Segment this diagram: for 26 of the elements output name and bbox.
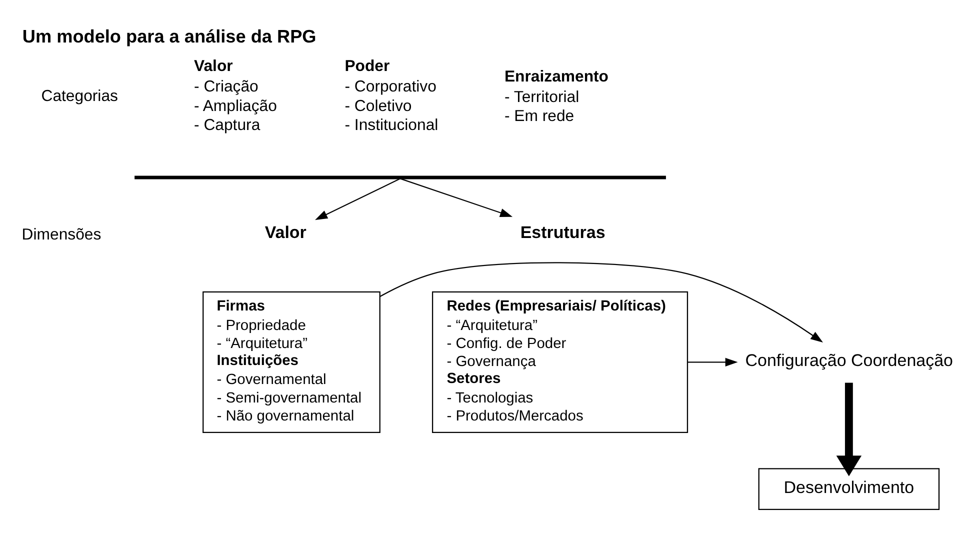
diagram-title: Um modelo para a análise da RPG — [22, 26, 316, 46]
arrow — [688, 357, 738, 366]
label: Dimensões — [22, 226, 102, 243]
label: - Territorial — [504, 88, 580, 106]
label: - Criação — [194, 78, 258, 96]
arrow — [400, 178, 513, 216]
node-text: Valor — [264, 222, 306, 242]
node-bar — [134, 175, 666, 179]
node-text: Configuração Coordenação — [745, 350, 953, 370]
arrow — [836, 382, 862, 476]
label: Poder — [344, 58, 390, 75]
node-box: Desenvolvimento — [758, 468, 940, 510]
label: Valor — [194, 58, 233, 75]
node-box: Redes (Empresariais/ Políticas) - “Arquitetura” - Config. de Poder - Governança Setores - Tecnologias - Produtos/Mercados — [432, 290, 688, 432]
label: - Institucional — [344, 116, 438, 134]
label: - Coletivo — [344, 97, 412, 114]
label: - Em rede — [504, 108, 574, 125]
arrow — [315, 178, 400, 220]
label: Categorias — [41, 88, 118, 105]
node-box: Firmas - Propriedade - “Arquitetura” Instituições - Governamental - Semi-governamental - Não governamental — [202, 290, 380, 432]
label: - Ampliação — [194, 97, 277, 114]
label: Enraizamento — [504, 68, 608, 85]
node-text: Estruturas — [520, 222, 606, 242]
label: - Captura — [194, 116, 260, 134]
arrow — [380, 262, 823, 342]
label: - Corporativo — [344, 78, 436, 96]
